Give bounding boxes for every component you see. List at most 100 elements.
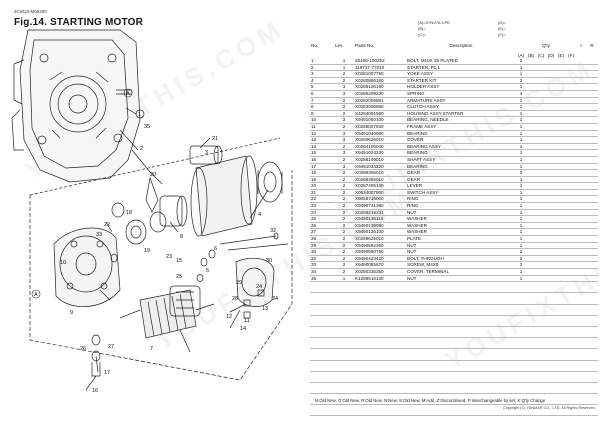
cell-empty (546, 130, 556, 138)
exploded-parts-diagram: A A 1 2 3 4 5 6 7 8 9 10 11 12 13 14 15 … (11, 29, 293, 394)
cell-empty (566, 261, 576, 269)
cell-empty (586, 393, 598, 406)
cell-no: 26 (310, 222, 334, 230)
cell-empty (354, 292, 406, 305)
cell-empty (536, 182, 546, 190)
cell-empty (586, 235, 598, 243)
cell-empty (586, 195, 598, 204)
cell-part-no: X0282009881 (354, 97, 406, 105)
qty-col-c: (C) (537, 53, 545, 58)
cell-empty (516, 315, 526, 327)
cell-qty-a: 1 (516, 222, 526, 230)
cell-empty (566, 292, 576, 305)
cell-empty (526, 326, 536, 339)
cell-empty (576, 404, 586, 417)
cell-part-no: X0283006860 (354, 103, 406, 111)
diagram-callout: 20 (150, 172, 156, 178)
cell-empty (546, 103, 556, 111)
cell-part-no: X9491050100 (354, 116, 406, 124)
cell-empty (586, 268, 598, 276)
cell-description: BOLT, M10X 25 PLATED (406, 58, 516, 65)
diagram-callout: 7 (150, 346, 153, 352)
cell-empty (526, 103, 536, 111)
cell-empty (566, 130, 576, 138)
cell-qty-a: 1 (516, 97, 526, 105)
table-row-empty (310, 304, 598, 316)
cell-empty (586, 58, 598, 65)
cell-empty (576, 110, 586, 118)
cell-empty (546, 255, 556, 263)
cell-empty (566, 77, 576, 85)
cell-description: NUT (406, 209, 516, 217)
cell-empty (310, 393, 334, 406)
cell-empty (576, 242, 586, 250)
cell-empty (546, 163, 556, 171)
cell-qty-a: 1 (516, 110, 526, 118)
cell-lev: 2 (334, 77, 354, 85)
cell-lev: 2 (334, 261, 354, 269)
cell-empty (566, 97, 576, 105)
cell-description: RING (406, 195, 516, 204)
col-description: Description (449, 43, 473, 48)
cell-empty (526, 404, 536, 417)
cell-qty-a: 4 (516, 90, 526, 98)
cell-part-no: X4284001590 (354, 110, 406, 118)
cell-empty (576, 182, 586, 190)
cell-qty-a: 1 (516, 70, 526, 78)
cell-empty (576, 360, 586, 372)
diagram-callout: 11 (244, 318, 250, 324)
cell-empty (566, 371, 576, 383)
cell-empty (536, 209, 546, 217)
cell-qty-a: 1 (516, 83, 526, 91)
cell-empty (566, 209, 576, 217)
cell-empty (310, 326, 334, 339)
cell-empty (310, 371, 334, 383)
cell-empty (526, 235, 536, 243)
cell-description: SHAFT ASSY (406, 156, 516, 164)
cell-lev: 2 (334, 202, 354, 210)
table-row-empty (310, 382, 598, 395)
legend-entry: (A)=3TNV76-CPE (418, 20, 450, 25)
cell-empty (556, 58, 566, 65)
cell-empty (556, 169, 566, 177)
cell-empty (354, 382, 406, 395)
cell-lev: 1 (334, 64, 354, 72)
cell-empty (536, 393, 546, 406)
cell-empty (556, 304, 566, 316)
cell-part-no: X0285209230 (354, 90, 406, 98)
cell-empty (536, 222, 546, 230)
cell-lev: 2 (334, 169, 354, 177)
cell-empty (546, 222, 556, 230)
cell-qty-a: 3 (516, 169, 526, 177)
cell-empty (546, 189, 556, 197)
cell-part-no: X9491034320 (354, 163, 406, 171)
cell-empty (566, 281, 576, 294)
cell-part-no: X9491024330 (354, 149, 406, 157)
cell-lev: 3 (334, 136, 354, 144)
cell-empty (546, 195, 556, 204)
cell-empty (536, 404, 546, 417)
cell-description: SPRING (406, 90, 516, 98)
cell-qty-a: 1 (516, 143, 526, 151)
cell-empty (576, 90, 586, 98)
cell-part-no: X9490138110 (354, 215, 406, 223)
cell-empty (536, 169, 546, 177)
diagram-callout: 9 (70, 310, 73, 316)
cell-empty (546, 326, 556, 339)
cell-empty (526, 64, 536, 72)
cell-empty (586, 360, 598, 372)
cell-empty (576, 292, 586, 305)
cell-empty (546, 90, 556, 98)
cell-empty (310, 404, 334, 417)
cell-empty (526, 77, 536, 85)
diagram-callout: 19 (144, 248, 150, 254)
cell-part-no: X0280335350 (354, 268, 406, 276)
cell-empty (556, 215, 566, 223)
cell-empty (556, 64, 566, 72)
